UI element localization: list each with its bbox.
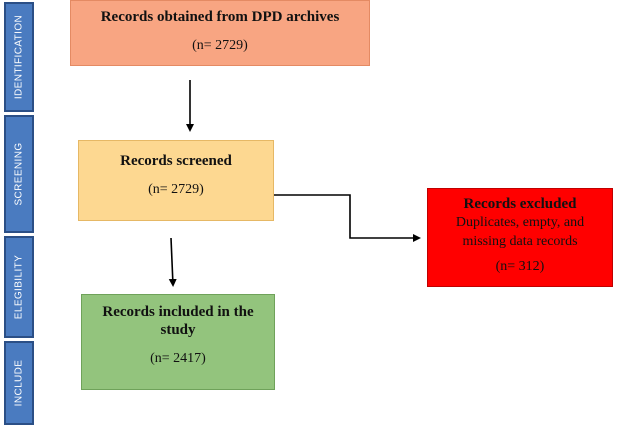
- records-excluded-title: Records excluded: [463, 196, 577, 212]
- records-obtained-box: Records obtained from DPD archives (n= 2…: [70, 0, 370, 66]
- records-screened-count: (n= 2729): [148, 182, 204, 197]
- records-excluded-description-line2: missing data records: [462, 234, 578, 249]
- phase-identification: IDENTIFICATION: [4, 2, 34, 112]
- records-excluded-box: Records excluded Duplicates, empty, and …: [427, 188, 613, 287]
- arrow-screened-to-included: [168, 237, 177, 287]
- records-excluded-description-line1: Duplicates, empty, and: [455, 215, 585, 230]
- records-screened-title: Records screened: [120, 153, 232, 169]
- records-obtained-count: (n= 2729): [192, 38, 248, 53]
- phase-screening: SCREENING: [4, 115, 34, 233]
- phase-include: INCLUDE: [4, 341, 34, 425]
- records-included-count: (n= 2417): [150, 351, 206, 366]
- phase-elegibility: ELEGIBILITY: [4, 236, 34, 338]
- arrow-screened-to-excluded: [274, 194, 421, 242]
- records-included-box: Records included in the study (n= 2417): [81, 294, 275, 390]
- records-included-title-line1: Records included in the: [102, 304, 254, 320]
- records-screened-box: Records screened (n= 2729): [78, 140, 274, 221]
- records-obtained-title: Records obtained from DPD archives: [100, 9, 340, 25]
- records-included-title-line2: study: [160, 322, 196, 338]
- records-excluded-count: (n= 312): [495, 259, 545, 274]
